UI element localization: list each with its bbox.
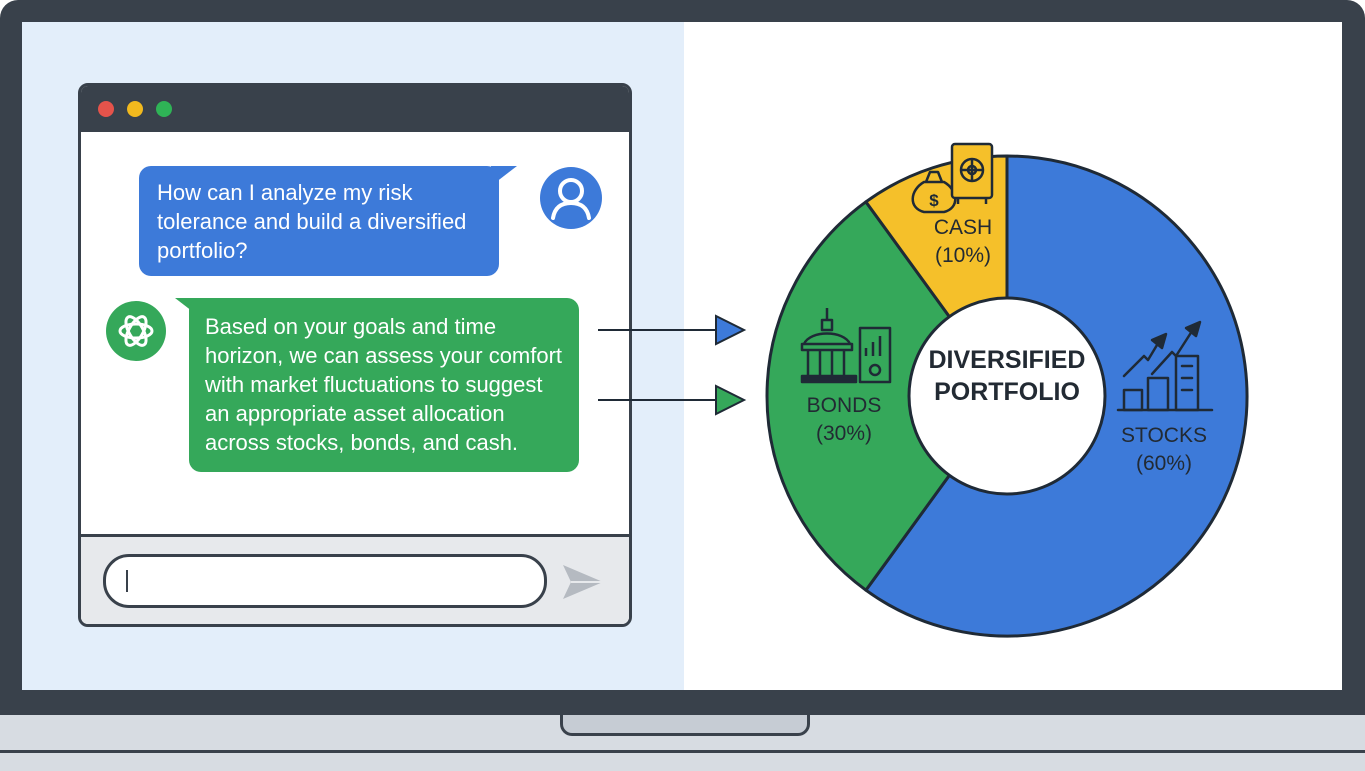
user-bubble-tail (491, 166, 517, 186)
message-input-box[interactable] (103, 554, 547, 608)
chart-title-line-1: DIVERSIFIED (929, 346, 1086, 374)
laptop-screen: How can I analyze my risk tolerance and … (22, 22, 1342, 690)
laptop-trackpad-notch (560, 715, 810, 736)
text-cursor (126, 570, 128, 592)
chat-titlebar (81, 86, 629, 132)
svg-text:$: $ (929, 191, 939, 210)
laptop-base (0, 712, 1365, 771)
laptop-base-edge (0, 750, 1365, 753)
chart-center-hole (907, 296, 1107, 496)
close-window-button[interactable] (98, 101, 114, 117)
assistant-message-bubble: Based on your goals and time horizon, we… (189, 298, 579, 472)
chart-title-line-2: PORTFOLIO (934, 378, 1080, 406)
chat-input-bar (81, 534, 629, 624)
bank-building-document-icon (800, 308, 892, 384)
connector-arrow-upper (598, 314, 747, 346)
label-stocks-percent: (60%) (1136, 452, 1192, 475)
pie-slice-bonds (765, 200, 1009, 592)
connector-arrows (598, 314, 747, 416)
portfolio-pie-chart: DIVERSIFIED PORTFOLIO (765, 142, 1249, 638)
label-bonds: BONDS (807, 394, 882, 417)
send-icon[interactable] (561, 563, 605, 601)
maximize-window-button[interactable] (156, 101, 172, 117)
label-cash-percent: (10%) (935, 244, 991, 267)
assistant-logo-icon (106, 301, 166, 361)
label-bonds-percent: (30%) (816, 422, 872, 445)
chat-window: How can I analyze my risk tolerance and … (78, 83, 632, 627)
growth-arrows-buildings-icon (1116, 320, 1214, 412)
connector-arrow-lower (598, 384, 747, 416)
user-message-bubble: How can I analyze my risk tolerance and … (139, 166, 499, 276)
message-input[interactable] (132, 565, 526, 599)
label-stocks: STOCKS (1121, 424, 1207, 447)
user-avatar-icon (540, 167, 602, 229)
label-cash: CASH (934, 216, 992, 239)
minimize-window-button[interactable] (127, 101, 143, 117)
laptop-lid: How can I analyze my risk tolerance and … (0, 0, 1365, 714)
money-bag-safe-icon: $ (911, 142, 994, 214)
